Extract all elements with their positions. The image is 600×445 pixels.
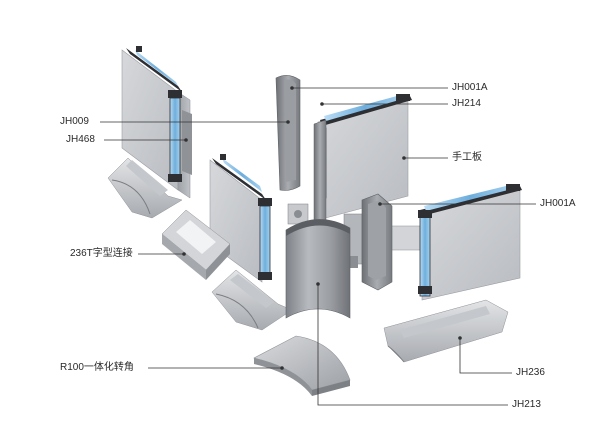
- base-profile-jh236: [383, 299, 509, 363]
- panel-unit-middle-left: [209, 154, 272, 283]
- label-t-connector: 236T字型连接: [70, 248, 133, 259]
- label-jh009: JH009: [60, 116, 89, 127]
- label-jh001a-right: JH001A: [540, 198, 576, 209]
- post-jh001a-top: [275, 75, 301, 191]
- label-r100-corner: R100一体化转角: [60, 362, 134, 373]
- panel-unit-top-left: [121, 46, 192, 199]
- label-jh236: JH236: [516, 367, 545, 378]
- r100-corner-part: [253, 335, 351, 396]
- post-jh214: [313, 119, 327, 229]
- label-shou-gong-ban: 手工板: [452, 152, 482, 163]
- base-profile-middle-left: [211, 269, 293, 331]
- post-jh001a-right: [361, 193, 393, 291]
- leader-jh213: [317, 284, 508, 406]
- leader-lines: [100, 86, 536, 406]
- label-jh213: JH213: [512, 399, 541, 410]
- leader-jh236: [459, 338, 512, 374]
- base-profile-top-left: [107, 157, 183, 219]
- panel-unit-right: [418, 184, 522, 301]
- label-jh001a-top: JH001A: [452, 82, 488, 93]
- t-connector-part: [161, 209, 231, 280]
- label-jh214: JH214: [452, 98, 481, 109]
- curved-panel-jh213: [285, 219, 351, 319]
- panel-unit-center-right: [317, 94, 412, 221]
- label-jh468: JH468: [66, 134, 95, 145]
